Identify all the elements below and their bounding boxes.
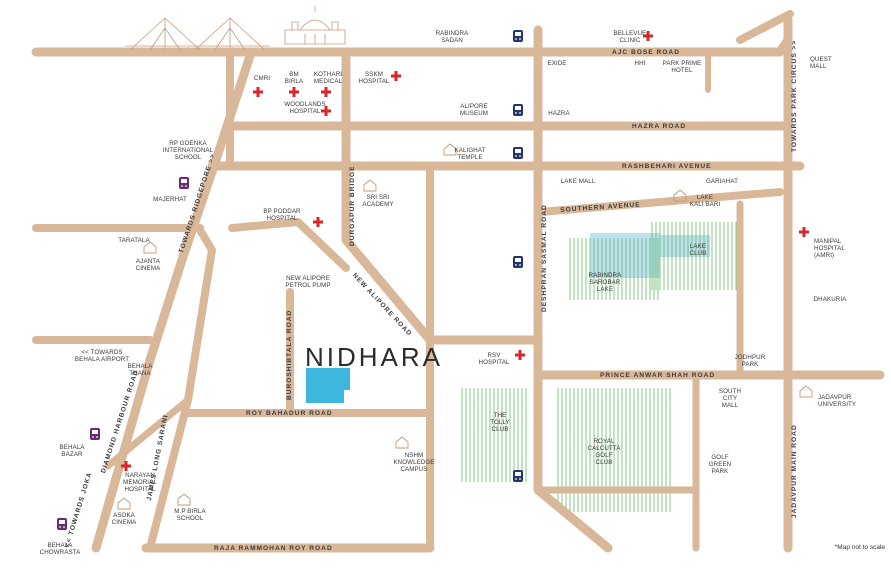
- place-label-rabindra-sarobar-lake: RABINDRA SAROBAR LAKE: [588, 272, 622, 293]
- behala-chowrasta-rail-icon: [57, 518, 67, 530]
- place-label-rsv-hospital: RSV HOSPITAL: [478, 352, 510, 366]
- tolly-metro-metro-icon: [513, 470, 523, 482]
- mp-birla-school-school-icon: [177, 493, 191, 506]
- place-label-bp-poddar-hospital: BP PODDAR HOSPITAL: [263, 208, 301, 222]
- place-label-the-tolly-club: THE TOLLY CLUB: [490, 412, 510, 433]
- place-label-lake-mall: LAKE MALL: [560, 178, 596, 185]
- road-label-rashbehari-avenue: RASHBEHARI AVENUE: [622, 163, 712, 170]
- place-label-sri-sri-academy: SRI SRI ACADEMY: [362, 194, 394, 208]
- place-label-behala-chowrasta: BEHALA CHOWRASTA: [39, 542, 81, 556]
- behala-bazar-rail-icon: [90, 428, 100, 440]
- sri-sri-academy-school-icon: [363, 179, 377, 192]
- place-label-narayan-memorial-hospital: NARAYAN MEMORIAL HOSPITAL: [123, 472, 157, 493]
- place-label-bm-birla: BM BIRLA: [284, 71, 304, 85]
- cmri-hospital-icon: [253, 87, 263, 97]
- road-label-towards-park-circus: TOWARDS PARK CIRCUS >>: [791, 39, 798, 152]
- place-label-ajanta-cinema: AJANTA CINEMA: [135, 258, 161, 272]
- place-label-cmri: CMRI: [253, 75, 271, 82]
- ajanta-cinema-cinema-icon: [143, 241, 157, 254]
- place-label-dhakuria: DHAKURIA: [813, 296, 847, 303]
- manipal-hospital-hospital-icon: [799, 227, 809, 237]
- mid-metro-metro-icon: [513, 256, 523, 268]
- road-behala-link: [104, 396, 192, 470]
- kalighat-temple-temple-icon: [443, 143, 457, 156]
- bp-poddar-hospital-hospital-icon: [313, 217, 323, 227]
- place-label-bellevue-clinic: BELLEVUE CLINIC: [613, 30, 647, 44]
- road-label-deshpran-sasmal-road: DESHPRAN SASMAL ROAD: [541, 204, 548, 312]
- place-label-mp-birla-school: M.P BIRLA SCHOOL: [174, 508, 206, 522]
- majerhat-rail-icon: [179, 177, 189, 189]
- place-label-south-city-mall: SOUTH CITY MALL: [718, 388, 742, 409]
- map-scale-note: *Map not to scale: [834, 544, 885, 551]
- road-label-raja-rammohan-roy-road: RAJA RAMMOHAN ROY ROAD: [214, 545, 333, 552]
- kothari-medical-hospital-icon: [321, 87, 331, 97]
- project-site-plot: [306, 368, 350, 403]
- place-label-kalighat-temple: KALIGHAT TEMPLE: [454, 147, 486, 161]
- nshm-knowledge-campus-school-icon: [395, 436, 409, 449]
- place-label-asoka-cinema: ASOKA CINEMA: [111, 512, 137, 526]
- lake-kali-bari-temple-icon: [673, 189, 687, 202]
- road-durgapur-bridge: [341, 51, 543, 345]
- jadavpur-university-school-icon: [799, 385, 813, 398]
- place-label-taratala: TARATALA: [118, 237, 150, 244]
- kalighat-metro-metro-icon: [513, 147, 523, 159]
- road-network: [31, 10, 885, 553]
- road-label-durgapur-bridge: DURGAPUR BRIDGE: [349, 165, 356, 246]
- alipore-museum-metro-icon: [513, 104, 523, 116]
- road-southern: [536, 188, 784, 216]
- rabindra-sadan-metro-icon: [513, 30, 523, 42]
- road-new-alipore-link: [294, 218, 350, 272]
- place-label-exide: EXIDE: [547, 60, 567, 67]
- asoka-cinema-cinema-icon: [117, 497, 131, 510]
- road-label-roy-bahadur-road: ROY BAHADUR ROAD: [246, 410, 333, 417]
- road-james-long: [146, 226, 216, 552]
- bellevue-clinic-hospital-icon: [643, 31, 653, 41]
- road-label-hazra-road: HAZRA ROAD: [632, 123, 687, 130]
- place-label-royal-calcutta-golf-club: ROYAL CALCUTTA GOLF CLUB: [587, 438, 621, 466]
- place-label-golf-green-park: GOLF GREEN PARK: [708, 454, 732, 475]
- place-label-park-prime-hotel: PARK PRIME HOTEL: [662, 60, 702, 74]
- woodlands-hospital-hospital-icon: [321, 106, 331, 116]
- road-label-ajc-bose-road: AJC BOSE ROAD: [612, 49, 680, 56]
- rsv-hospital-hospital-icon: [515, 350, 525, 360]
- place-label-behala-thana: BEHALA THANA: [127, 363, 153, 377]
- place-label-hhi: HHI: [634, 60, 646, 67]
- place-label-rabindra-sadan: RABINDRA SADAN: [435, 30, 469, 44]
- place-label-hazra: HAZRA: [548, 110, 570, 117]
- place-label-behala-bazar: BEHALA BAZAR: [59, 444, 85, 458]
- place-label-sskm-hospital: SSKM HOSPITAL: [358, 71, 390, 85]
- place-label-lake-club: LAKE CLUB: [689, 243, 707, 257]
- place-label-manipal-hospital: MANIPAL HOSPITAL (AMRI): [814, 238, 845, 259]
- place-label-new-alipore-petrol-pump: NEW ALIPORE PETROL PUMP: [285, 275, 331, 289]
- project-name: NIDHARA: [305, 342, 444, 372]
- narayan-memorial-hospital-hospital-icon: [121, 461, 131, 471]
- place-label-jadavpur-university: JADAVPUR UNIVERSITY: [818, 394, 857, 408]
- place-label-quest-mall: QUEST MALL: [810, 56, 832, 70]
- place-label-nshm-knowledge-campus: NSHM KNOWLEDGE CAMPUS: [393, 452, 435, 473]
- road-park-circus: [736, 10, 794, 44]
- road-label-prince-anwar-shah-road: PRINCE ANWAR SHAH ROAD: [600, 372, 716, 379]
- vidyasagar-setu-landmark: [125, 17, 270, 51]
- place-label-towards-behala-airport: << TOWARDS BEHALA AIRPORT: [74, 349, 130, 363]
- place-label-majerhat: MAJERHAT: [153, 196, 187, 203]
- place-label-lake-kali-bari: LAKE KALI BARI: [689, 194, 721, 208]
- place-label-alipore-museum: ALIPORE MUSEUM: [459, 103, 489, 117]
- place-label-kothari-medical: KOTHARI MEDICAL: [313, 71, 343, 85]
- place-label-woodlands-hospital: WOODLANDS HOSPITAL: [284, 101, 326, 115]
- victoria-memorial-landmark: [284, 6, 346, 45]
- road-label-jadavpur-main-road: JADAVPUR MAIN ROAD: [791, 424, 798, 518]
- bm-birla-hospital-icon: [289, 87, 299, 97]
- place-label-jodhpur-park: JODHPUR PARK: [734, 354, 766, 368]
- road-diamond-harbour: [91, 51, 255, 553]
- road-label-buroshibtala-road: BUROSHIBTALA ROAD: [286, 309, 293, 400]
- place-label-rp-goenka-school: RP GOENKA INTERNATIONAL SCHOOL: [162, 140, 214, 161]
- sskm-hospital-hospital-icon: [391, 71, 401, 81]
- place-label-gariahat: GARIAHAT: [706, 178, 738, 185]
- road-street-d: [228, 218, 302, 232]
